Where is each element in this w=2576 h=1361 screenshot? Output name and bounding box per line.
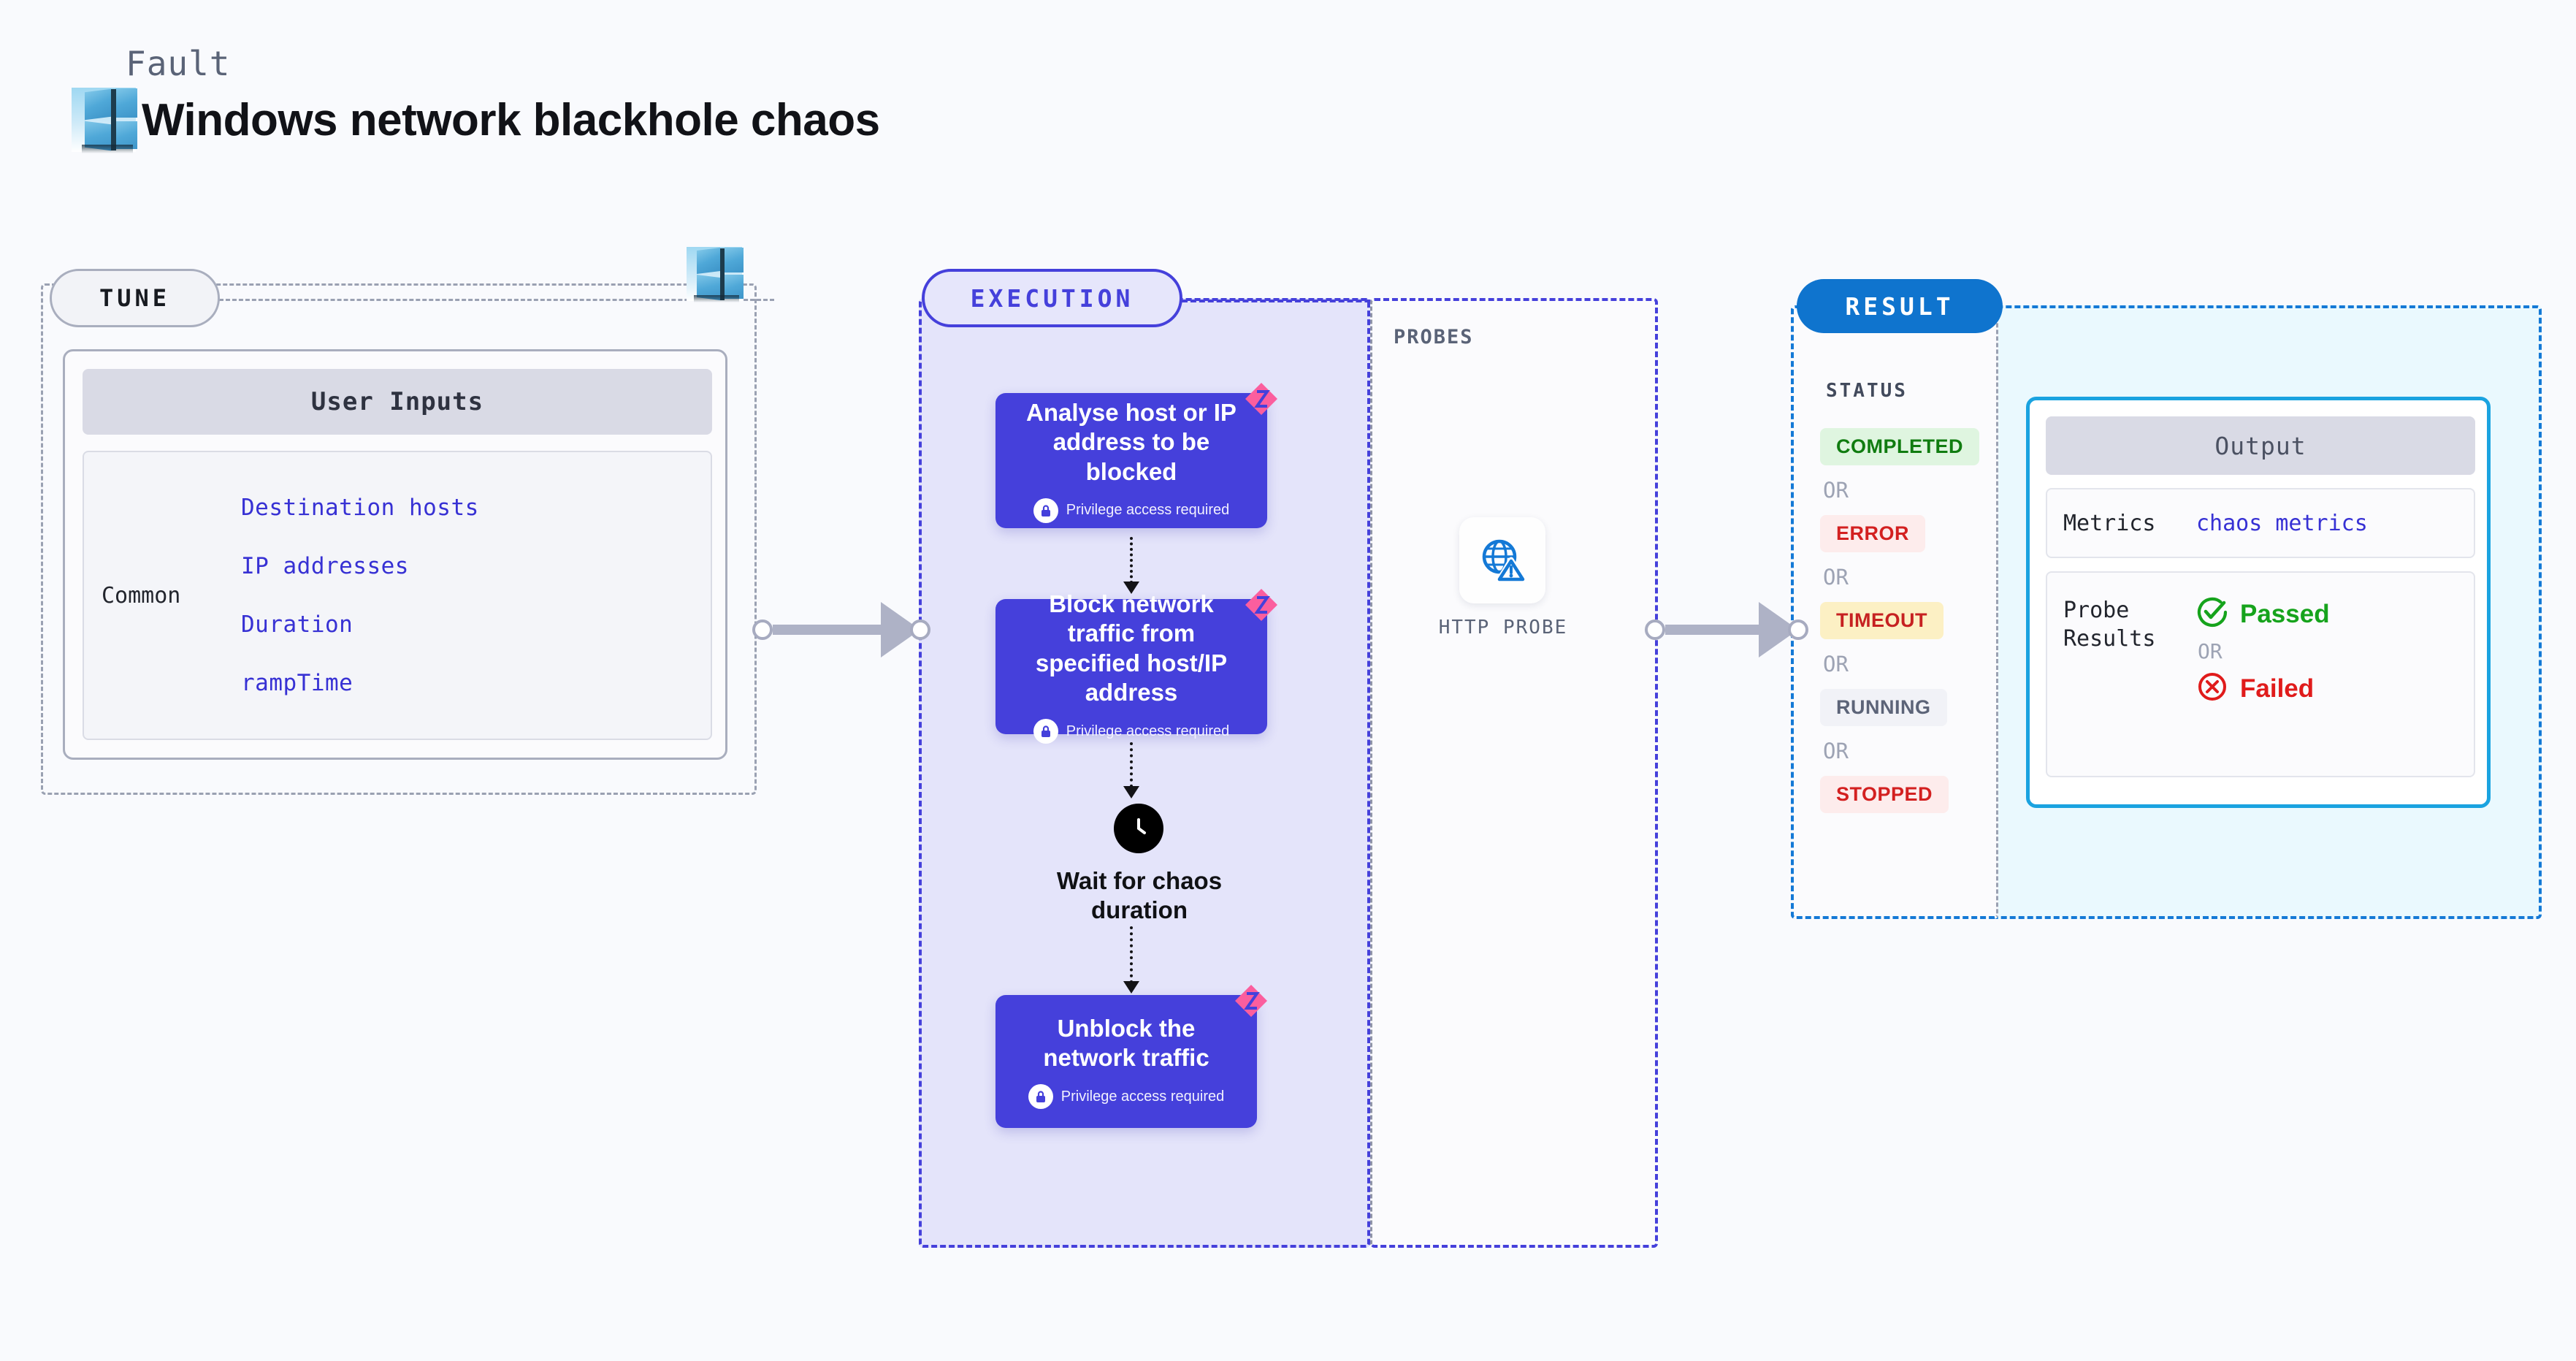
privilege-text: Privilege access required (1060, 1088, 1225, 1105)
privilege-text: Privilege access required (1066, 723, 1230, 739)
metrics-row: Metrics chaos metrics (2046, 488, 2475, 558)
or-separator: OR (1823, 739, 1849, 763)
chaos-corner-icon (1232, 982, 1270, 1023)
flow-arrow (1130, 742, 1133, 788)
output-header: Output (2046, 416, 2475, 475)
privilege-row: Privilege access required (1033, 719, 1229, 744)
or-separator: OR (1823, 652, 1849, 676)
lock-icon (1033, 497, 1058, 523)
connector-bar (1665, 625, 1760, 635)
status-badge: TIMEOUT (1820, 602, 1944, 639)
probes-panel (1370, 298, 1658, 1248)
status-badge: RUNNING (1820, 689, 1947, 726)
connector-bar (773, 625, 882, 635)
status-badge: ERROR (1820, 515, 1926, 552)
probe-result-failed: Failed (2196, 671, 2330, 706)
probes-title: PROBES (1394, 326, 1474, 348)
step-title: Analyse host or IP address to be blocked (1026, 399, 1237, 485)
flow-arrow-head (1123, 981, 1139, 994)
probe-results-row: Probe Results Passed OR (2046, 571, 2475, 777)
privilege-text: Privilege access required (1066, 502, 1230, 519)
connector-dot-end (1788, 619, 1808, 640)
windows-logo-icon (687, 247, 744, 305)
flow-arrow (1130, 926, 1133, 983)
chaos-corner-icon (1242, 380, 1280, 422)
execution-pill-label: EXECUTION (970, 283, 1134, 313)
or-separator: OR (1823, 565, 1849, 590)
tune-pill: TUNE (50, 269, 220, 327)
chaos-corner-icon (1242, 586, 1280, 628)
globe-warning-icon (1459, 517, 1545, 603)
execution-step-card[interactable]: Block network traffic from specified hos… (995, 589, 1277, 744)
common-input-list: Destination hosts IP addresses Duration … (241, 495, 479, 696)
lock-icon (1028, 1084, 1053, 1110)
status-badge: STOPPED (1820, 776, 1949, 813)
list-item: Duration (241, 611, 353, 638)
metrics-value[interactable]: chaos metrics (2196, 510, 2368, 536)
execution-step-card[interactable]: Analyse host or IP address to be blocked… (995, 383, 1277, 528)
x-circle-icon (2196, 671, 2228, 706)
tune-panel (41, 283, 757, 795)
list-item: rampTime (241, 670, 353, 696)
user-inputs-card: User Inputs Common Destination hosts IP … (63, 349, 727, 760)
user-inputs-header: User Inputs (83, 369, 712, 435)
flow-arrow (1130, 537, 1133, 584)
list-item: Destination hosts (241, 495, 479, 521)
probe-label: HTTP PROBE (1438, 617, 1568, 638)
connector-dot-start (752, 619, 773, 640)
windows-logo-icon (72, 88, 137, 153)
status-badge: COMPLETED (1820, 428, 1980, 465)
probe-results-key: Probe Results (2063, 598, 2156, 652)
flow-arrow-head (1123, 582, 1139, 594)
execution-pill: EXECUTION (922, 269, 1182, 327)
fault-label: Fault (126, 44, 231, 83)
tune-to-execution-connector (752, 602, 930, 657)
failed-label: Failed (2240, 674, 2315, 703)
probe-item[interactable]: HTTP PROBE (1439, 517, 1566, 638)
list-item: IP addresses (241, 553, 409, 579)
step-title: Unblock the network traffic (1043, 1014, 1209, 1071)
connector-dot-end (910, 619, 930, 640)
clock-icon (1114, 804, 1163, 853)
tune-connector-line (219, 299, 774, 301)
probes-to-result-connector (1645, 602, 1808, 657)
connector-dot-start (1645, 619, 1665, 640)
step-title: Block network traffic from specified hos… (1035, 590, 1228, 706)
page-title: Windows network blackhole chaos (142, 94, 880, 145)
result-pill-label: RESULT (1845, 291, 1954, 321)
passed-label: Passed (2240, 599, 2330, 628)
privilege-row: Privilege access required (1033, 497, 1230, 523)
tune-pill-label: TUNE (99, 284, 171, 312)
privilege-row: Privilege access required (1028, 1084, 1225, 1110)
or-separator: OR (2198, 639, 2223, 663)
result-pill: RESULT (1797, 279, 2003, 333)
wait-label: Wait for chaos duration (1056, 867, 1223, 923)
status-label: STATUS (1826, 380, 1908, 402)
user-inputs-body: Common Destination hosts IP addresses Du… (83, 451, 712, 740)
probe-result-passed: Passed (2196, 596, 2330, 632)
output-card: Output Metrics chaos metrics Probe Resul… (2026, 397, 2491, 808)
page-header: Fault Windows network blackhole chaos (72, 44, 880, 153)
status-list: COMPLETED OR ERROR OR TIMEOUT OR RUNNING… (1820, 428, 1980, 813)
or-separator: OR (1823, 478, 1849, 503)
check-circle-icon (2196, 596, 2228, 632)
lock-icon (1033, 719, 1058, 744)
common-group-label: Common (102, 582, 181, 609)
flow-arrow-head (1123, 786, 1139, 798)
metrics-key: Metrics (2063, 510, 2156, 536)
execution-step-card[interactable]: Unblock the network traffic Privilege ac… (995, 985, 1267, 1128)
